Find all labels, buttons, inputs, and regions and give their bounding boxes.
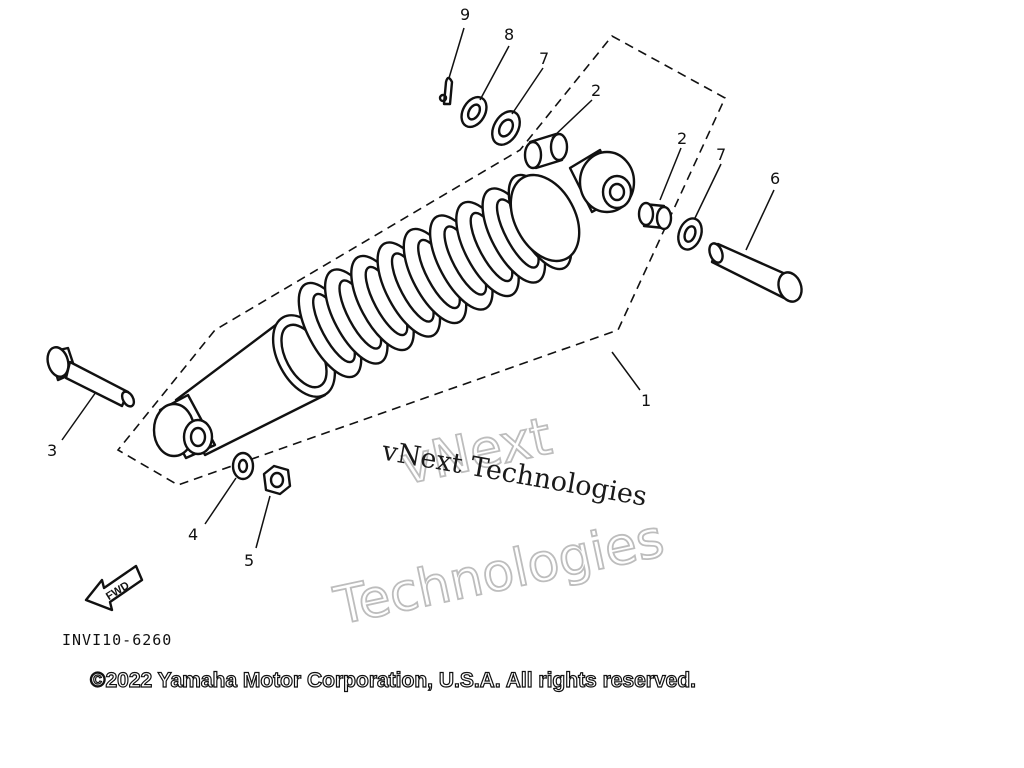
lower-eye: [152, 393, 217, 460]
callout-1: 1: [641, 391, 651, 410]
callout-2-right: 2: [677, 129, 687, 148]
callout-labels: 9 8 7 2 2 7 6 1 3 4 5: [47, 5, 780, 570]
callout-6: 6: [770, 169, 780, 188]
callout-7-left: 7: [539, 49, 549, 68]
callout-5: 5: [244, 551, 254, 570]
forward-arrow-icon: FWD: [84, 564, 144, 612]
oil-seal-7-left: [491, 110, 521, 146]
callout-3: 3: [47, 441, 57, 460]
collar-2-right: [637, 201, 673, 231]
upper-spring-seat: [509, 173, 581, 263]
shock-absorber: [152, 148, 636, 460]
callout-9: 9: [460, 5, 470, 24]
watermark: vNext Technologies vNext Technologies: [328, 406, 670, 638]
washer-8: [460, 95, 488, 129]
nut-5: [262, 464, 292, 496]
assembly-boundary: [116, 34, 727, 486]
washer-4: [231, 451, 255, 481]
callout-8: 8: [504, 25, 514, 44]
watermark-outline-line2: Technologies: [329, 509, 669, 637]
oil-seal-7-right: [677, 217, 703, 251]
bolt-3: [46, 346, 136, 408]
drawing-reference: INVI10-6260: [62, 631, 172, 649]
upper-eye: [568, 148, 636, 214]
collar-2-left: [523, 132, 569, 170]
callout-7-right: 7: [716, 145, 726, 164]
callout-4: 4: [188, 525, 198, 544]
mounting-pin-6: [708, 242, 803, 303]
cotter-pin: [438, 76, 454, 106]
leader-lines: [61, 27, 775, 549]
copyright-notice: ©2022 Yamaha Motor Corporation, U.S.A. A…: [90, 669, 696, 692]
callout-2-left: 2: [591, 81, 601, 100]
